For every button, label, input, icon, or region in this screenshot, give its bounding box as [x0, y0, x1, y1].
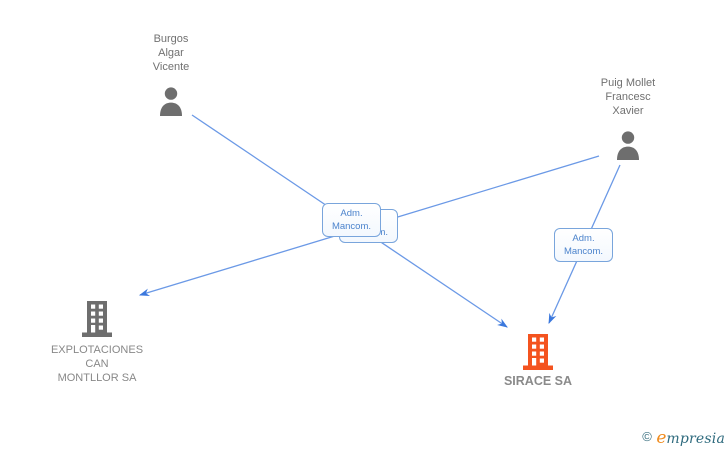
node-explotaciones-can-montllor-sa[interactable]: EXPLOTACIONES CAN MONTLLOR SA [7, 301, 187, 385]
node-sirace-sa[interactable]: SIRACE SA [448, 334, 628, 388]
person-icon [617, 131, 639, 160]
empresia-logo: © empresia [642, 428, 725, 448]
copyright-icon: © [642, 429, 652, 444]
node-burgos-algar-vicente[interactable]: Burgos Algar Vicente [81, 32, 261, 116]
edge-label-burgos-sirace[interactable]: Adm. Mancom. [322, 203, 381, 237]
node-label: Burgos Algar Vicente [152, 33, 190, 73]
edge-label-puig-sirace[interactable]: Adm. Mancom. [554, 228, 613, 262]
building-icon [82, 301, 112, 337]
node-label: EXPLOTACIONES CAN MONTLLOR SA [50, 344, 144, 384]
node-label: SIRACE SA [503, 374, 573, 388]
brand-wordmark: empresia [656, 428, 725, 448]
node-puig-mollet-francesc-xavier[interactable]: Puig Mollet Francesc Xavier [538, 76, 718, 160]
node-label: Puig Mollet Francesc Xavier [600, 77, 656, 117]
building-icon-highlighted [523, 334, 553, 370]
person-icon [160, 87, 182, 116]
